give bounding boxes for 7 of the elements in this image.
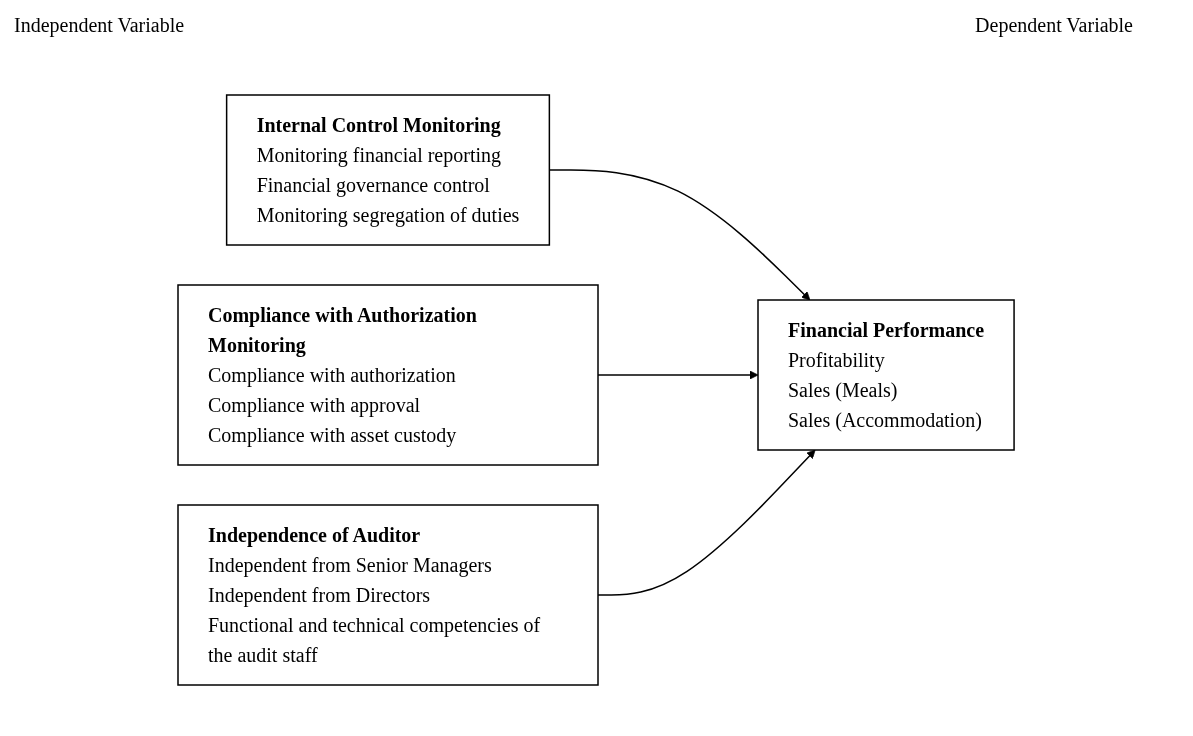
arrow [549, 169, 811, 301]
node-box: Internal Control Monitoring Monitoring financial reporting Financial governance control Monitoring segregation of duties [226, 94, 551, 246]
column-heading: Independent Variable [14, 14, 185, 37]
node-box: Independence of Auditor Independent from Senior Managers Independent from Directors Functional and technical competencies of the audit staff [177, 504, 600, 686]
node-box: Compliance with Authorization Monitoring Compliance with authorization Compliance with approval Compliance with asset custody [177, 284, 600, 466]
column-heading: Dependent Variable [975, 14, 1133, 37]
node-box: Financial Performance Profitability Sales (Meals) Sales (Accommodation) [757, 299, 1016, 451]
